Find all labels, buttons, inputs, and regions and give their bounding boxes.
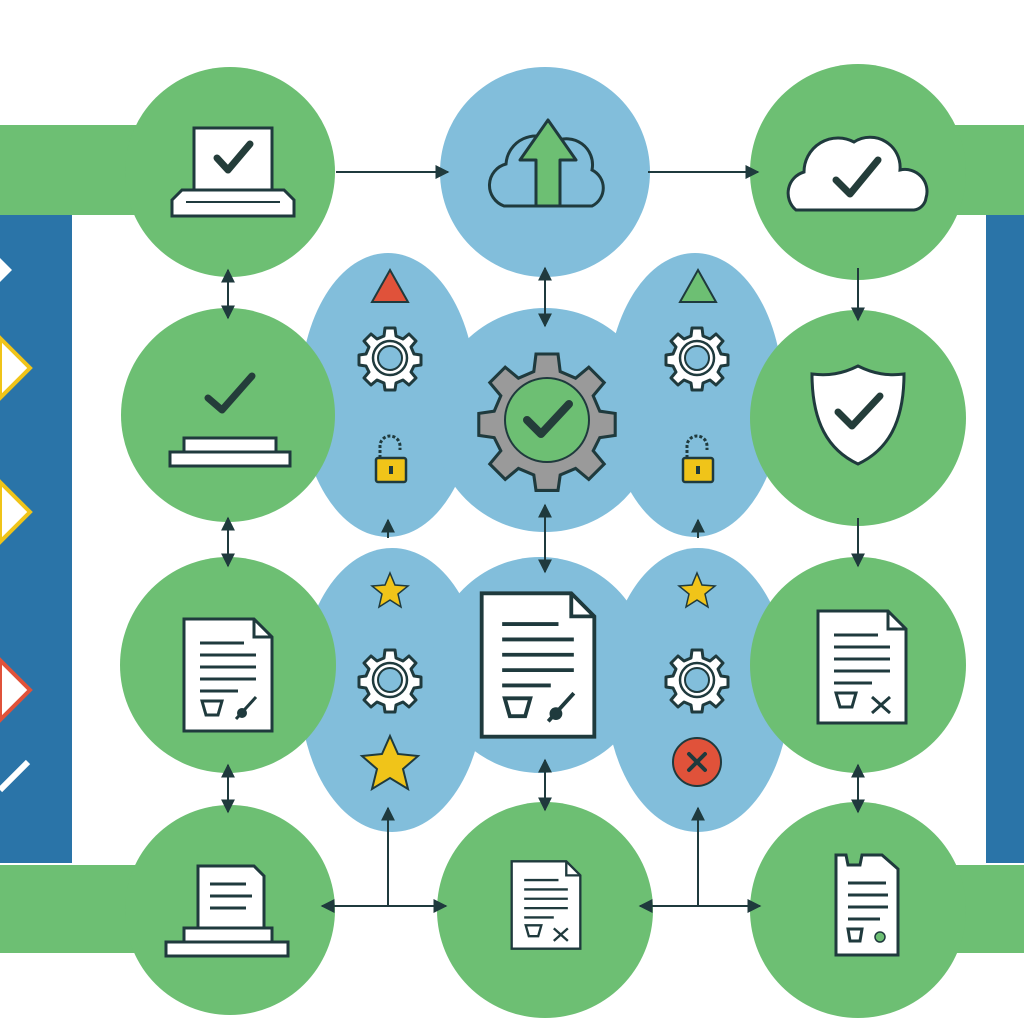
- gear-icon: [357, 648, 423, 714]
- gear-check-icon: [477, 352, 617, 492]
- document-reject-icon: [816, 609, 908, 725]
- platform-check-icon: [168, 372, 292, 468]
- gear-icon: [664, 326, 730, 392]
- cluster-bottom-left-icons: [357, 571, 423, 792]
- gear-icon: [357, 326, 423, 392]
- document-reject-icon: [510, 860, 582, 950]
- document-stack-icon: [164, 864, 290, 958]
- star-icon: [370, 571, 410, 609]
- top-left-band: [0, 125, 150, 215]
- receipt-icon: [834, 853, 900, 957]
- cloud-upload-icon: [487, 118, 605, 208]
- node-platform-check: [121, 308, 335, 522]
- document-sign-icon: [479, 591, 597, 739]
- right-sidebar-bar: [986, 215, 1024, 863]
- reject-badge-icon: [672, 737, 722, 787]
- gear-icon: [664, 648, 730, 714]
- star-large-icon: [359, 733, 421, 792]
- cluster-top-left-icons: [357, 267, 423, 484]
- connectors: [221, 165, 865, 913]
- left-bar-markers: [0, 258, 33, 793]
- left-sidebar-bar: [0, 215, 72, 863]
- bottom-left-band: [0, 865, 150, 953]
- warning-triangle-green-icon: [678, 267, 718, 303]
- cloud-check-icon: [786, 135, 929, 212]
- cluster-bottom-right-icons: [664, 571, 730, 787]
- star-icon: [677, 571, 717, 609]
- laptop-check-icon: [170, 126, 296, 218]
- cluster-top-right-icons: [664, 267, 730, 484]
- shield-check-icon: [810, 364, 906, 466]
- document-sign-icon: [182, 617, 274, 733]
- warning-triangle-red-icon: [370, 267, 410, 303]
